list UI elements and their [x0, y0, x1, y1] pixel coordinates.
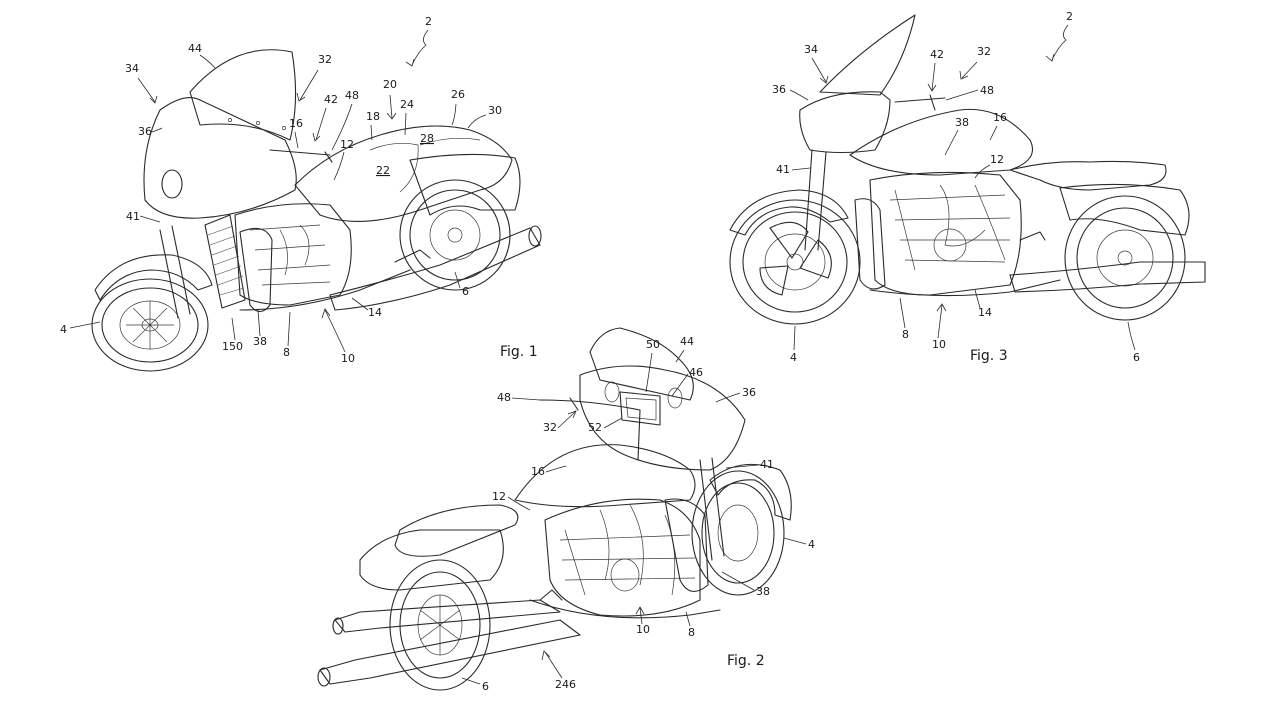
fig2-ref-16: 16 — [531, 465, 545, 478]
figure-2: 50 44 46 36 48 32 52 16 41 12 4 38 10 — [317, 327, 815, 693]
fig1-ref-18: 18 — [366, 110, 380, 123]
fig1-ref-30: 30 — [488, 104, 502, 117]
fig2-ref-44: 44 — [680, 335, 694, 348]
fig2-ref-12: 12 — [492, 490, 506, 503]
fig1-ref-16: 16 — [289, 117, 303, 130]
fig2-ref-38: 38 — [756, 585, 770, 598]
fig2-ref-41: 41 — [760, 458, 774, 471]
fig2-ref-48: 48 — [497, 391, 511, 404]
fig3-ref-12: 12 — [990, 153, 1004, 166]
fig1-motorcycle-drawing — [91, 49, 542, 372]
fig2-ref-10: 10 — [636, 623, 650, 636]
fig2-ref-8: 8 — [688, 626, 695, 639]
fig1-ref-44: 44 — [188, 42, 202, 55]
fig1-ref-12: 12 — [340, 138, 354, 151]
fig2-ref-4: 4 — [808, 538, 815, 551]
fig3-reference-numerals: 2 34 42 32 36 48 38 16 12 41 8 — [772, 10, 1140, 364]
fig3-ref-2: 2 — [1066, 10, 1073, 23]
fig1-ref-150: 150 — [222, 340, 243, 353]
figure-1: 2 44 34 32 20 26 30 42 48 18 24 — [60, 15, 542, 372]
fig3-ref-8: 8 — [902, 328, 909, 341]
fig2-ref-52: 52 — [588, 421, 602, 434]
fig2-ref-46: 46 — [689, 366, 703, 379]
fig3-ref-14: 14 — [978, 306, 992, 319]
fig1-ref-4: 4 — [60, 323, 67, 336]
fig2-motorcycle-drawing — [317, 327, 792, 691]
fig2-ref-6: 6 — [482, 680, 489, 693]
fig3-ref-38: 38 — [955, 116, 969, 129]
fig1-ref-8: 8 — [283, 346, 290, 359]
fig3-ref-48: 48 — [980, 84, 994, 97]
fig3-ref-42: 42 — [930, 48, 944, 61]
fig3-ref-36: 36 — [772, 83, 786, 96]
fig2-reference-numerals: 50 44 46 36 48 32 52 16 41 12 4 38 10 — [461, 335, 815, 693]
fig1-ref-10: 10 — [341, 352, 355, 365]
fig2-ref-36: 36 — [742, 386, 756, 399]
fig2-label: Fig. 2 — [727, 653, 765, 669]
fig1-ref-28: 28 — [420, 132, 434, 145]
fig3-label: Fig. 3 — [970, 348, 1008, 364]
figure-3: 2 34 42 32 36 48 38 16 12 41 8 — [729, 10, 1206, 364]
fig1-ref-22: 22 — [376, 164, 390, 177]
fig1-ref-41: 41 — [126, 210, 140, 223]
fig1-ref-42: 42 — [324, 93, 338, 106]
fig3-ref-41: 41 — [776, 163, 790, 176]
fig1-ref-34: 34 — [125, 62, 139, 75]
fig3-ref-4: 4 — [790, 351, 797, 364]
fig1-ref-48: 48 — [345, 89, 359, 102]
fig1-ref-38: 38 — [253, 335, 267, 348]
fig3-motorcycle-drawing — [729, 14, 1206, 325]
fig3-ref-32: 32 — [977, 45, 991, 58]
fig1-ref-36: 36 — [138, 125, 152, 138]
fig3-ref-16: 16 — [993, 111, 1007, 124]
fig1-ref-32: 32 — [318, 53, 332, 66]
fig2-ref-246: 246 — [555, 678, 576, 691]
fig1-ref-2: 2 — [425, 15, 432, 28]
fig1-label: Fig. 1 — [500, 344, 538, 360]
fig1-ref-26: 26 — [451, 88, 465, 101]
fig1-ref-20: 20 — [383, 78, 397, 91]
fig3-ref-34: 34 — [804, 43, 818, 56]
fig1-ref-24: 24 — [400, 98, 414, 111]
fig3-ref-10: 10 — [932, 338, 946, 351]
fig1-ref-14: 14 — [368, 306, 382, 319]
fig1-ref-6: 6 — [462, 285, 469, 298]
fig3-ref-6: 6 — [1133, 351, 1140, 364]
fig2-ref-32: 32 — [543, 421, 557, 434]
fig2-ref-50: 50 — [646, 338, 660, 351]
fig1-reference-numerals: 2 44 34 32 20 26 30 42 48 18 24 — [60, 15, 502, 365]
